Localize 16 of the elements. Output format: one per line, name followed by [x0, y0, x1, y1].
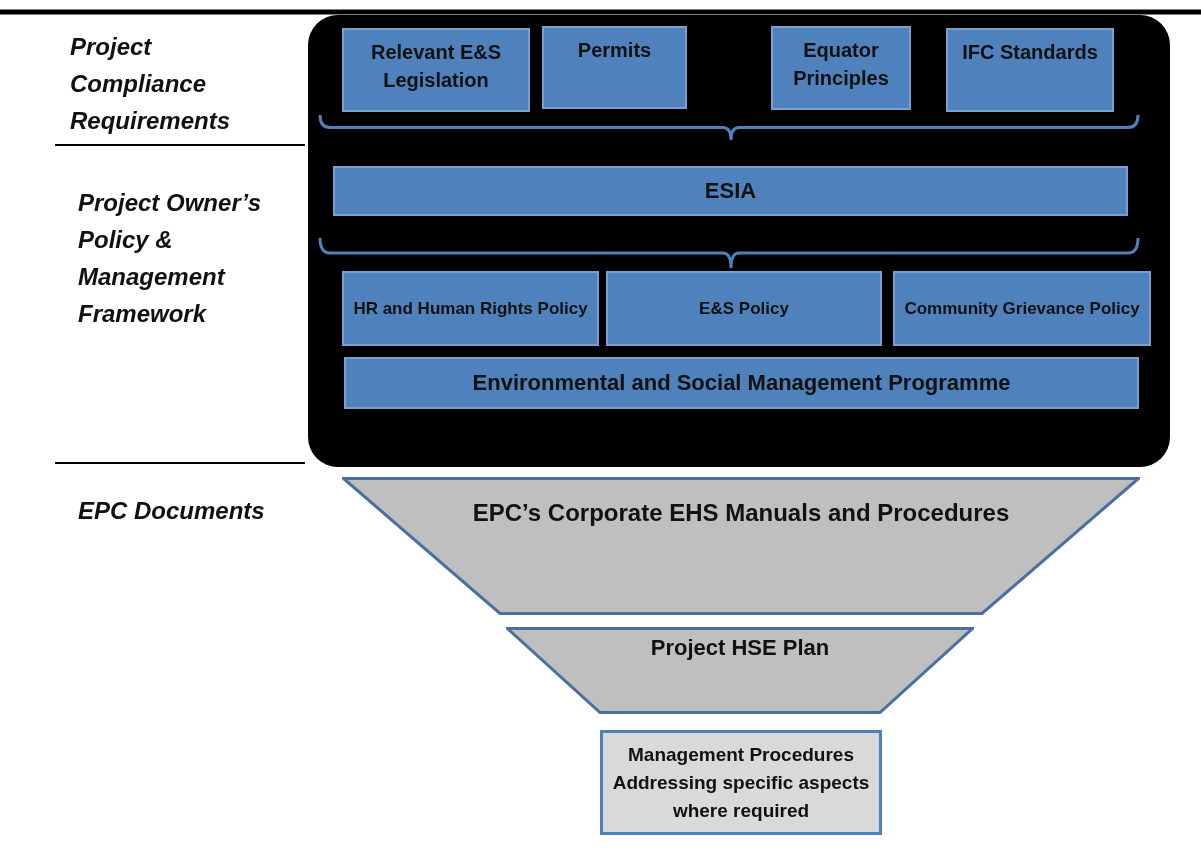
- document-box: ESIA: [333, 166, 1128, 216]
- document-box: IFC Standards: [946, 28, 1114, 112]
- document-box: Environmental and Social Management Programme: [344, 357, 1139, 409]
- procedure-box: Management Procedures Addressing specific aspects where required: [600, 730, 882, 835]
- document-box: E&S Policy: [606, 271, 882, 346]
- funnel-trapezoid: EPC’s Corporate EHS Manuals and Procedures: [342, 477, 1140, 615]
- framework-panel: [308, 15, 1170, 467]
- funnel-trapezoid: Project HSE Plan: [506, 627, 974, 714]
- layer-label: Project Compliance Requirements: [70, 32, 232, 136]
- document-box: Relevant E&S Legislation: [342, 28, 530, 112]
- document-box: Community Grievance Policy: [893, 271, 1151, 346]
- document-box: HR and Human Rights Policy: [342, 271, 599, 346]
- document-box: Permits: [542, 26, 687, 109]
- layer-label: EPC Documents: [78, 496, 266, 526]
- layer-label: Project Owner’s Policy & Management Framework: [78, 188, 263, 329]
- document-box: Equator Principles: [771, 26, 911, 110]
